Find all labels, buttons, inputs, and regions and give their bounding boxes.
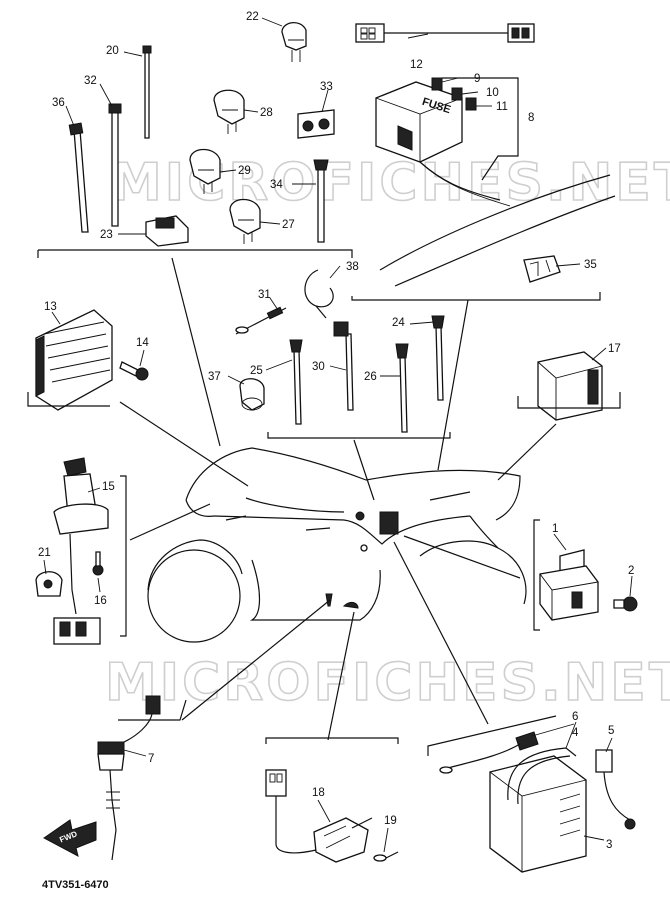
clamp-22 (281, 22, 307, 62)
callout-37: 37 (208, 371, 221, 383)
bracket-35 (523, 255, 561, 283)
fuses (431, 77, 477, 111)
callout-2: 2 (628, 565, 634, 577)
bracket-1 (533, 519, 540, 631)
callout-3: 3 (606, 839, 612, 851)
callout-35: 35 (584, 259, 597, 271)
clip-38 (304, 269, 334, 319)
motorcycle-outline (147, 447, 527, 643)
callout-7: 7 (148, 753, 154, 765)
cable-tie-30 (333, 321, 354, 411)
callout-26: 26 (364, 371, 377, 383)
callout-14: 14 (136, 337, 149, 349)
callout-31: 31 (258, 289, 271, 301)
cable-tie-25 (289, 339, 303, 425)
callout-33: 33 (320, 81, 333, 93)
callout-25: 25 (250, 365, 263, 377)
main-switch-15 (53, 457, 109, 645)
bracket-7 (118, 699, 187, 721)
callout-5: 5 (608, 725, 614, 737)
left-bracket-13 (27, 392, 110, 407)
callout-27: 27 (282, 219, 295, 231)
callout-38: 38 (346, 261, 359, 273)
callout-16: 16 (94, 595, 107, 607)
holder-33 (297, 109, 335, 139)
callout-21: 21 (38, 547, 51, 559)
lead-31 (235, 306, 287, 335)
starter-relay-1 (539, 549, 599, 621)
callout-11: 11 (496, 101, 508, 113)
clamp-27 (229, 198, 261, 244)
bracket-15 (120, 475, 127, 637)
cable-tie-36 (68, 122, 89, 233)
callout-32: 32 (84, 75, 97, 87)
relay-17 (537, 351, 603, 421)
screw-16 (92, 551, 104, 576)
callout-8: 8 (528, 112, 534, 124)
rectifier-13 (35, 309, 113, 411)
leader-8 (442, 77, 519, 181)
battery-3 (489, 755, 587, 873)
cable-tie-26 (395, 343, 409, 433)
battery-lead-6 (439, 731, 539, 774)
callout-24: 24 (392, 317, 405, 329)
leader-lines (119, 257, 557, 741)
top-group-bracket (37, 249, 601, 301)
harness-12 (355, 23, 535, 43)
battery-lead-5 (595, 749, 636, 830)
clip-23 (145, 215, 189, 247)
bolt-2 (613, 596, 638, 612)
part-number: 4TV351-6470 (42, 879, 109, 891)
callout-34: 34 (270, 179, 283, 191)
cable-tie-32 (108, 103, 122, 227)
clamp-28 (213, 89, 245, 134)
cable-tie-34 (313, 159, 329, 243)
callout-36: 36 (52, 97, 65, 109)
callout-leaders (43, 17, 633, 853)
bracket-18 (265, 737, 399, 744)
fuse-box-8: FUSE (375, 81, 511, 207)
callout-23: 23 (100, 229, 113, 241)
callout-28: 28 (260, 107, 273, 119)
bolt-14 (119, 361, 149, 381)
terminal-19 (373, 851, 399, 862)
callout-13: 13 (44, 301, 57, 313)
part-21 (35, 571, 63, 597)
clamp-29 (189, 148, 221, 194)
callout-1: 1 (552, 523, 558, 535)
frame-line-b (394, 195, 616, 287)
bracket-17 (517, 392, 621, 409)
horn-18 (265, 769, 373, 863)
cable-tie-20 (142, 45, 152, 139)
callout-22: 22 (246, 11, 259, 23)
fwd-arrow-icon: FWD (43, 819, 97, 857)
callout-6: 6 (572, 711, 578, 723)
watermark-bottom: MICROFICHES.NET (105, 653, 670, 713)
clamp-37 (239, 378, 265, 411)
callout-30: 30 (312, 361, 325, 373)
mid-group-bracket (267, 432, 451, 439)
frame-line-a (379, 174, 611, 271)
callout-19: 19 (384, 815, 397, 827)
callout-17: 17 (608, 343, 621, 355)
bracket-battery (427, 715, 557, 756)
neutral-switch-7 (97, 695, 161, 861)
battery-band-4 (507, 747, 577, 805)
callout-9: 9 (474, 73, 480, 85)
callout-15: 15 (102, 481, 115, 493)
callout-10: 10 (486, 87, 499, 99)
callout-29: 29 (238, 165, 251, 177)
callout-18: 18 (312, 787, 325, 799)
cable-tie-24 (431, 315, 445, 401)
callout-labels: 1 2 3 4 5 6 7 8 9 10 11 12 13 14 15 16 1… (38, 11, 634, 851)
callout-12: 12 (410, 59, 423, 71)
callout-4: 4 (572, 727, 579, 739)
callout-20: 20 (106, 45, 119, 57)
